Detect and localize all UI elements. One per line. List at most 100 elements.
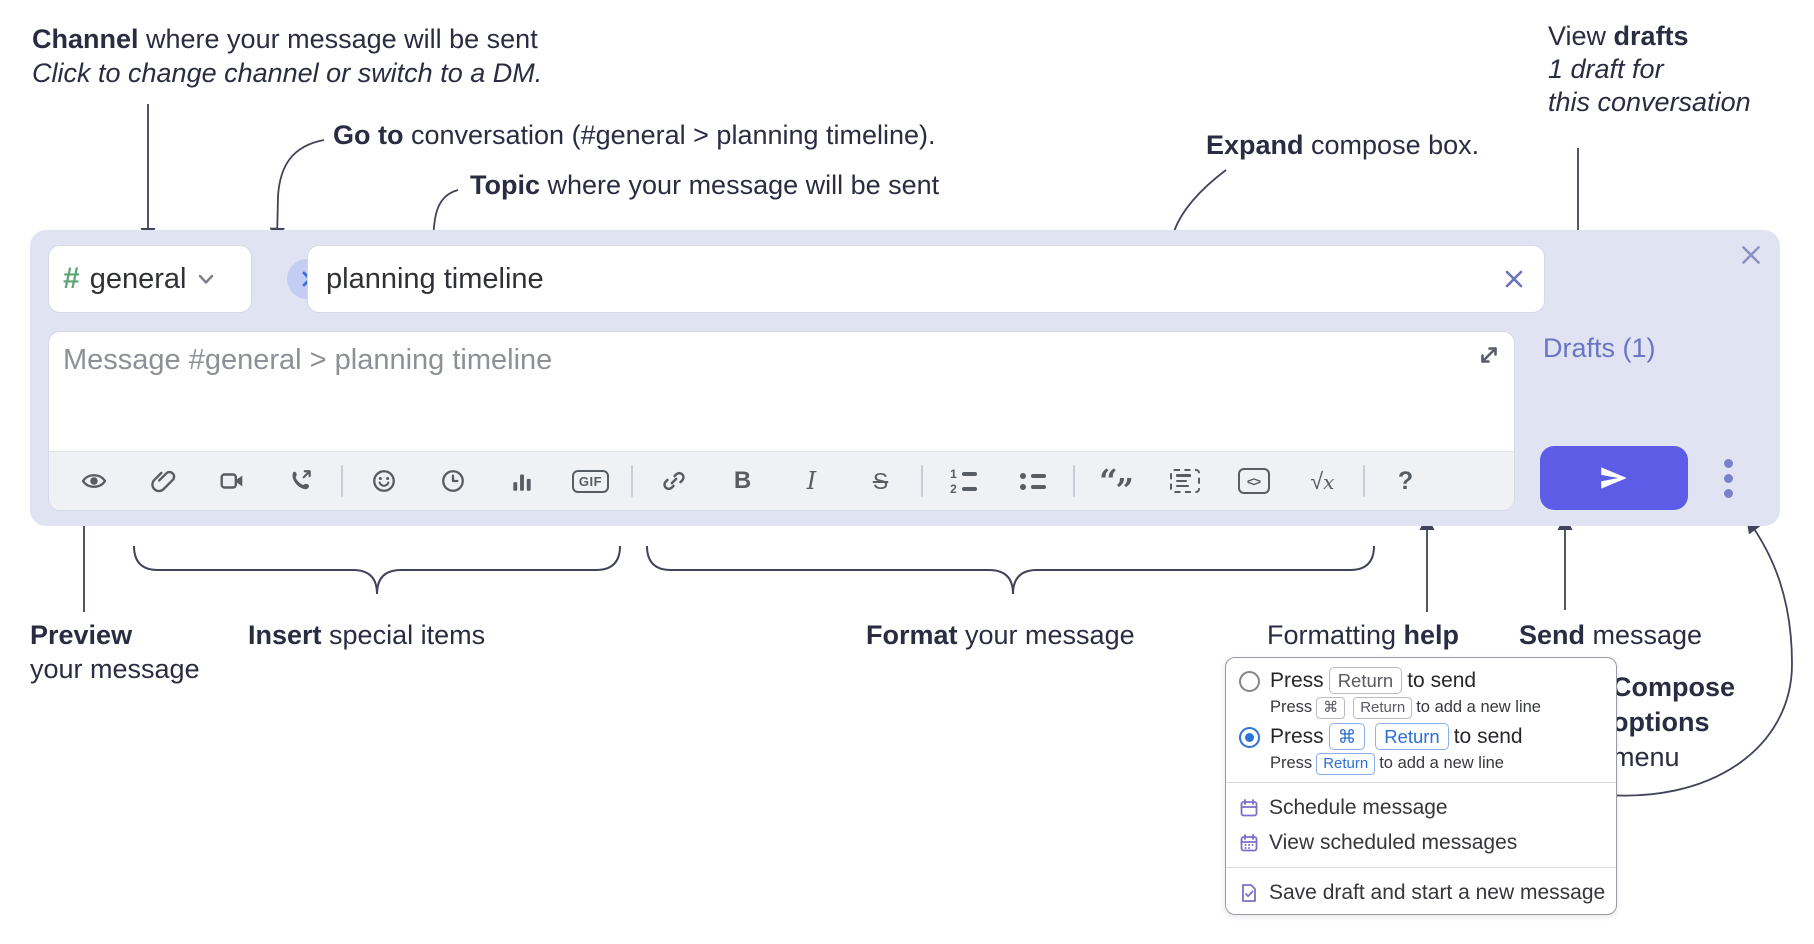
radio-unselected-icon[interactable] bbox=[1239, 671, 1260, 692]
compose-toolbar: GIF B I S bbox=[49, 451, 1514, 510]
toolbar-divider bbox=[1363, 465, 1365, 497]
formatting-help-note: Formatting help bbox=[1267, 620, 1460, 650]
code-button[interactable]: <> bbox=[1219, 458, 1288, 504]
formatting-help-button[interactable]: ? bbox=[1371, 458, 1440, 504]
paperclip-icon bbox=[150, 470, 175, 493]
bulleted-list-button[interactable] bbox=[998, 458, 1067, 504]
preview-note: Preview your message bbox=[30, 620, 200, 684]
message-compose-area: Message #general > planning timeline bbox=[48, 331, 1515, 511]
insert-brace bbox=[133, 545, 621, 595]
channel-note: Channel where your message will be sent … bbox=[32, 24, 543, 88]
return-keycap: Return bbox=[1353, 697, 1413, 719]
global-time-button[interactable] bbox=[418, 458, 487, 504]
calendar-grid-icon bbox=[1240, 833, 1258, 851]
video-camera-icon bbox=[220, 473, 242, 489]
spoiler-icon bbox=[1169, 469, 1200, 493]
math-latex-icon: √x bbox=[1310, 467, 1335, 494]
italic-icon: I bbox=[806, 467, 817, 495]
numbered-list-icon: 1 2 bbox=[950, 468, 977, 495]
quote-button[interactable]: “” bbox=[1081, 458, 1150, 509]
close-compose-icon[interactable] bbox=[1738, 242, 1764, 268]
expand-compose-icon[interactable] bbox=[1476, 342, 1502, 368]
attach-file-button[interactable] bbox=[128, 458, 197, 504]
video-call-button[interactable] bbox=[197, 458, 266, 504]
schedule-message-item[interactable]: Schedule message bbox=[1239, 790, 1603, 825]
menu-item-label: Save draft and start a new message bbox=[1269, 880, 1606, 904]
insert-note: Insert special items bbox=[248, 620, 486, 650]
smiley-icon bbox=[372, 470, 395, 492]
menu-item-label: View scheduled messages bbox=[1269, 830, 1518, 854]
expand-note: Expand compose box. bbox=[1206, 130, 1480, 160]
compose-options-button[interactable] bbox=[1708, 448, 1748, 508]
preview-button[interactable] bbox=[59, 458, 128, 504]
clock-icon bbox=[441, 470, 464, 492]
drafts-link[interactable]: Drafts (1) bbox=[1543, 333, 1656, 363]
compose-options-note: Compose options menu bbox=[1612, 672, 1736, 772]
calendar-icon bbox=[1240, 798, 1258, 816]
channel-name: general bbox=[89, 262, 187, 295]
code-icon: <> bbox=[1237, 468, 1270, 494]
cmd-keycap: ⌘ bbox=[1316, 697, 1346, 719]
return-keycap: Return bbox=[1316, 753, 1376, 775]
view-drafts-note: View drafts 1 draft for this conversatio… bbox=[1548, 21, 1751, 117]
topic-input[interactable]: planning timeline bbox=[307, 245, 1545, 313]
math-button[interactable]: √x bbox=[1288, 458, 1357, 504]
dot-icon bbox=[1723, 458, 1733, 468]
radio-selected-icon[interactable] bbox=[1239, 727, 1260, 748]
compose-box-panel: # general planning timeline Message #gen… bbox=[30, 230, 1780, 526]
link-button[interactable] bbox=[639, 458, 708, 504]
view-scheduled-messages-item[interactable]: View scheduled messages bbox=[1239, 825, 1603, 860]
format-note: Format your message bbox=[866, 620, 1135, 650]
cmd-keycap: ⌘ bbox=[1328, 723, 1366, 750]
question-mark-icon: ? bbox=[1397, 466, 1414, 495]
channel-selector[interactable]: # general bbox=[48, 245, 252, 313]
goto-note: Go to conversation (#general > planning … bbox=[333, 120, 936, 150]
send-button[interactable] bbox=[1540, 446, 1688, 510]
clear-topic-icon[interactable] bbox=[1502, 267, 1526, 291]
draft-document-icon bbox=[1242, 883, 1256, 902]
toolbar-divider bbox=[1073, 465, 1075, 497]
menu-divider bbox=[1226, 782, 1616, 783]
phone-call-icon bbox=[292, 470, 311, 490]
link-icon bbox=[662, 471, 685, 491]
eye-icon bbox=[81, 474, 106, 488]
message-placeholder: Message #general > planning timeline bbox=[63, 344, 553, 376]
save-draft-item[interactable]: Save draft and start a new message bbox=[1239, 875, 1606, 910]
dot-icon bbox=[1723, 473, 1733, 483]
channel-hash-icon: # bbox=[63, 262, 80, 295]
return-keycap: Return bbox=[1375, 723, 1449, 750]
message-input[interactable]: Message #general > planning timeline bbox=[49, 332, 1514, 451]
goto-arrow bbox=[269, 139, 325, 244]
italic-button[interactable]: I bbox=[777, 458, 846, 504]
menu-divider bbox=[1226, 867, 1616, 868]
send-paper-plane-icon bbox=[1601, 467, 1627, 489]
gif-button[interactable]: GIF bbox=[556, 458, 625, 504]
bold-icon: B bbox=[733, 467, 752, 494]
numbered-list-button[interactable]: 1 2 bbox=[929, 458, 998, 504]
send-note: Send message bbox=[1519, 620, 1703, 650]
toolbar-divider bbox=[631, 465, 633, 497]
format-brace bbox=[646, 545, 1375, 595]
strikethrough-button[interactable]: S bbox=[846, 458, 915, 504]
topic-note: Topic where your message will be sent bbox=[470, 170, 940, 200]
chevron-down-icon bbox=[199, 274, 214, 284]
quote-icon: “” bbox=[1099, 462, 1134, 509]
voice-call-button[interactable] bbox=[266, 458, 335, 504]
gif-icon: GIF bbox=[571, 469, 610, 493]
poll-button[interactable] bbox=[487, 458, 556, 504]
menu-item-label: Schedule message bbox=[1269, 795, 1448, 819]
emoji-button[interactable] bbox=[349, 458, 418, 504]
toolbar-divider bbox=[341, 465, 343, 497]
bar-chart-icon bbox=[512, 474, 531, 491]
bulleted-list-icon bbox=[1019, 472, 1046, 490]
return-keycap: Return bbox=[1328, 667, 1403, 694]
bold-button[interactable]: B bbox=[708, 458, 777, 504]
dot-icon bbox=[1723, 488, 1733, 498]
spoiler-button[interactable] bbox=[1150, 458, 1219, 504]
toolbar-divider bbox=[921, 465, 923, 497]
strikethrough-icon: S bbox=[872, 467, 889, 494]
